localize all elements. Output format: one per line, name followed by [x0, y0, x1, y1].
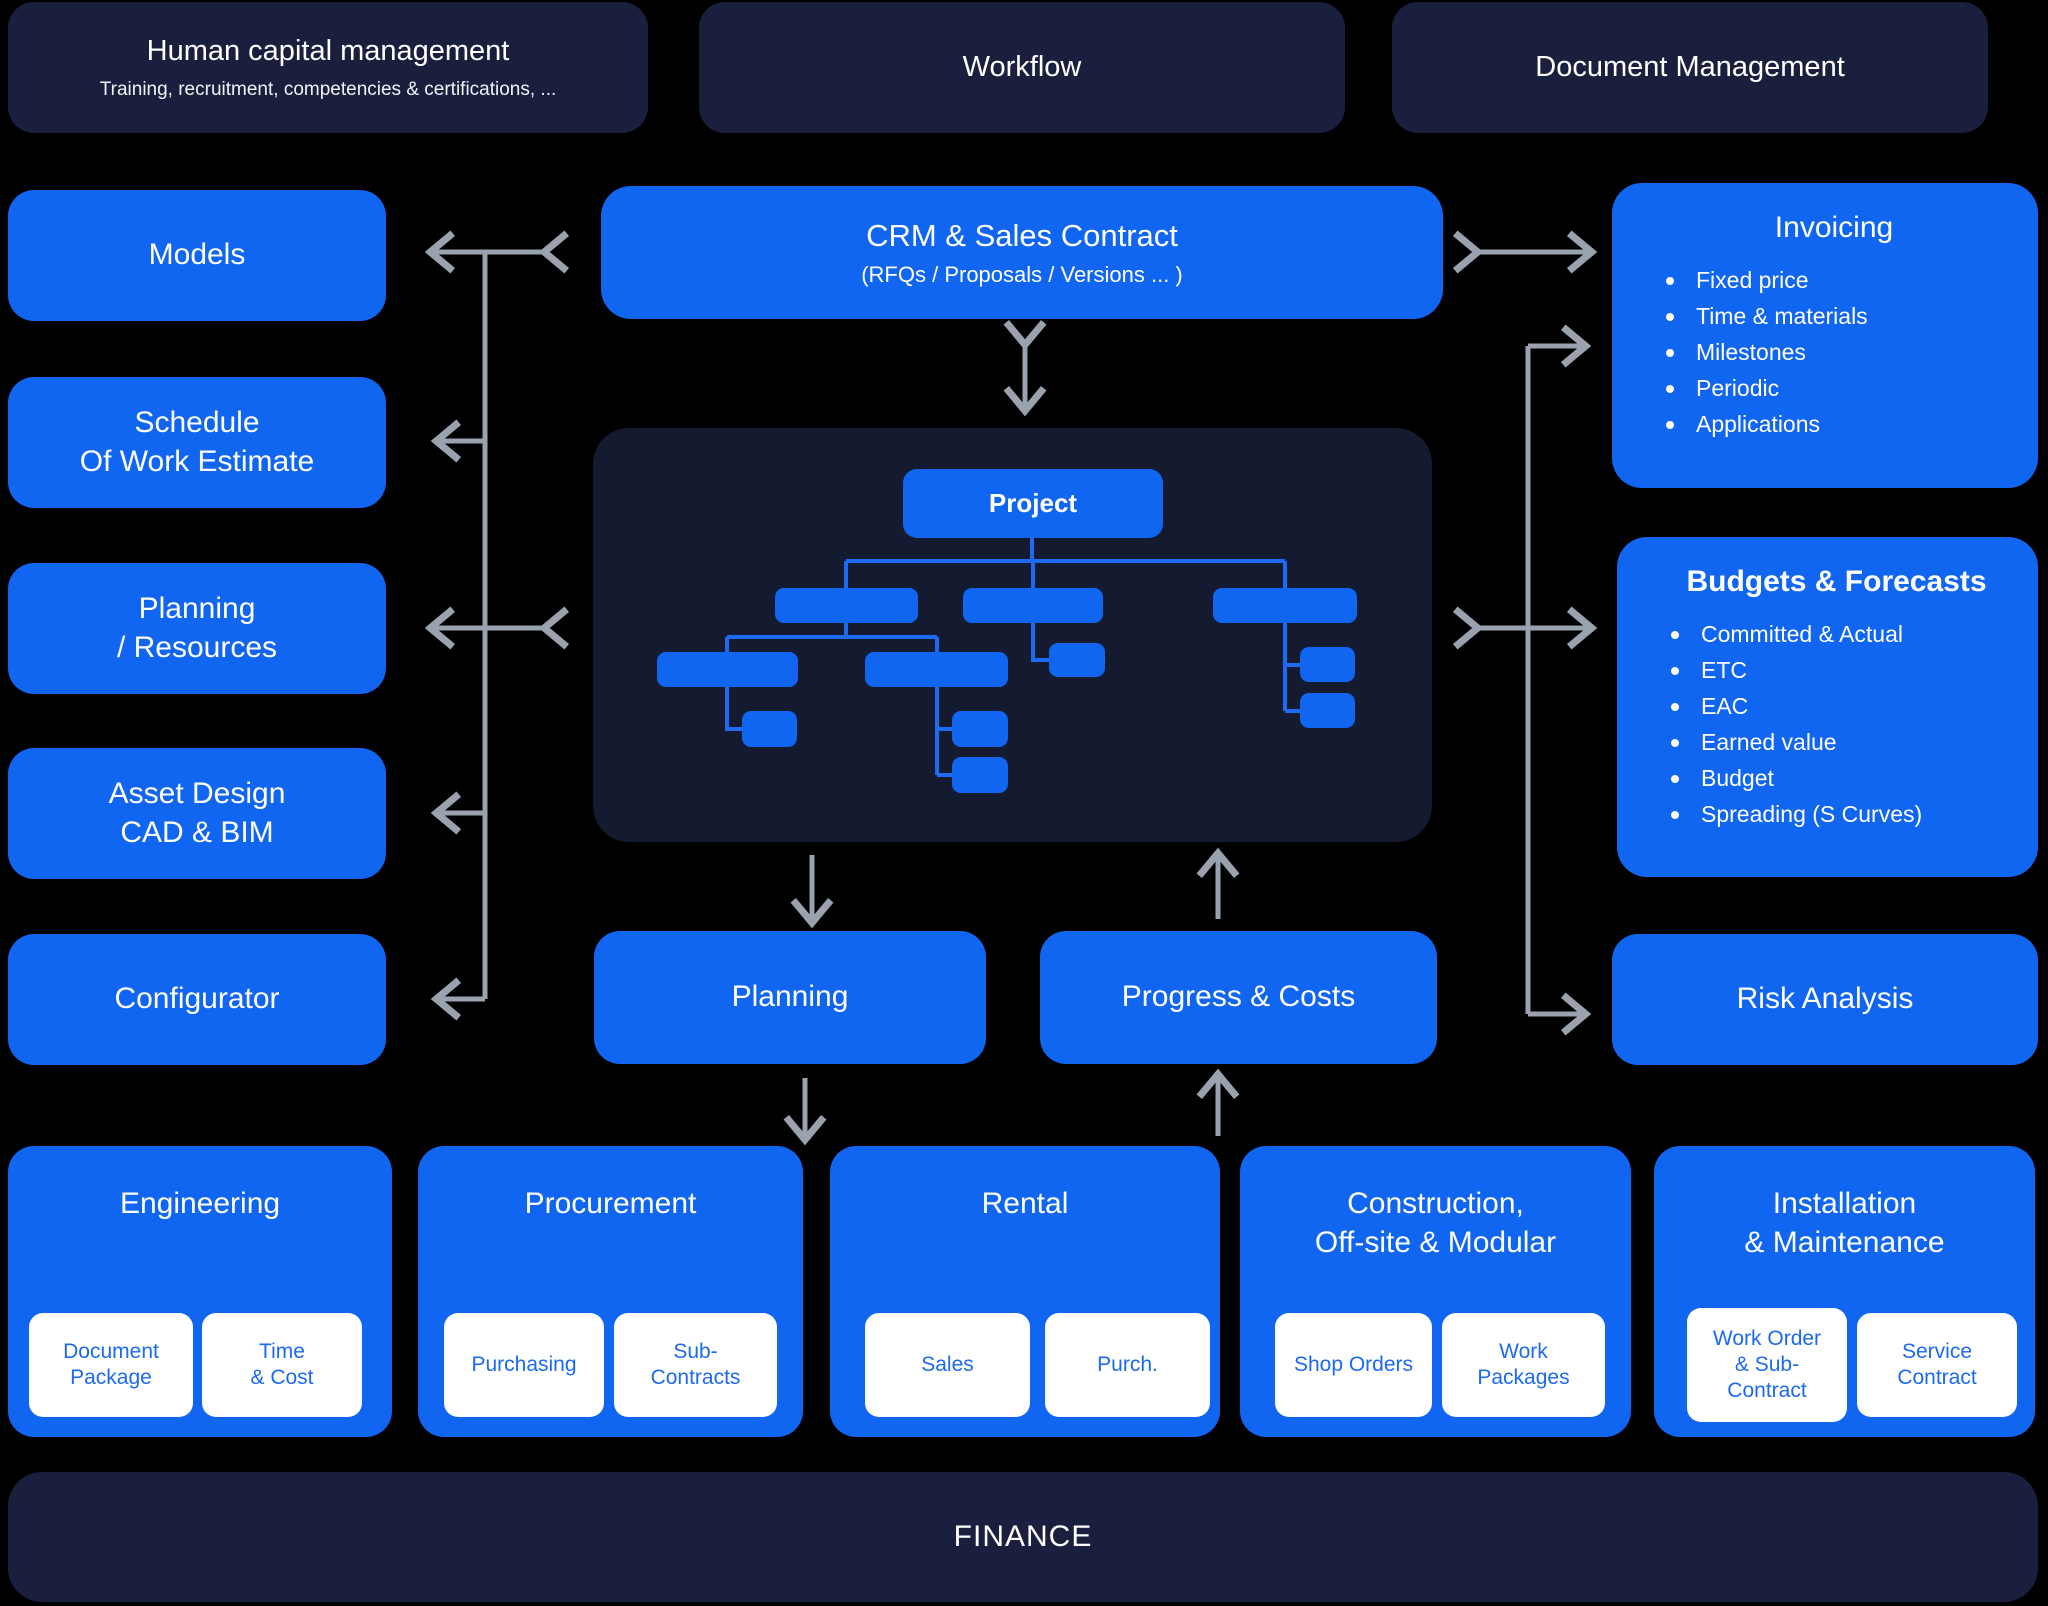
chip-time-cost: Time & Cost — [202, 1313, 362, 1417]
card-subtitle: (RFQs / Proposals / Versions ... ) — [861, 262, 1183, 288]
card-human-capital-management: Human capital management Training, recru… — [8, 2, 648, 133]
tree-node-leaf-far-left — [742, 711, 797, 747]
tree-node-leaf-right-b — [1300, 693, 1355, 728]
tree-node-leaf-right-a — [1300, 647, 1355, 682]
card-models: Models — [8, 190, 386, 321]
card-crm-sales-contract: CRM & Sales Contract (RFQs / Proposals /… — [601, 186, 1443, 319]
card-planning: Planning — [594, 931, 986, 1064]
list-item: Periodic — [1660, 375, 2008, 402]
finance-label: FINANCE — [953, 1519, 1093, 1553]
chip-service-contract: Service Contract — [1857, 1313, 2017, 1417]
card-label: Schedule Of Work Estimate — [79, 406, 315, 478]
tree-node-leaf-center-a — [952, 711, 1008, 747]
card-title: Rental — [981, 1187, 1069, 1220]
list-item: Applications — [1660, 411, 2008, 438]
tree-node-level3-center-left — [865, 652, 1008, 687]
card-configurator: Configurator — [8, 934, 386, 1065]
card-title: Engineering — [119, 1187, 281, 1220]
card-title: Workflow — [962, 50, 1082, 83]
finance-bar: FINANCE — [8, 1472, 2038, 1602]
card-title: Budgets & Forecasts — [1686, 565, 1987, 598]
list-item: Spreading (S Curves) — [1665, 801, 2008, 828]
tree-node-level2-middle — [963, 588, 1103, 623]
tree-node-level2-right — [1213, 588, 1357, 623]
budgets-bullet-list: Committed & Actual ETC EAC Earned value … — [1665, 621, 2008, 837]
chip-purch: Purch. — [1045, 1313, 1210, 1417]
card-document-management: Document Management — [1392, 2, 1988, 133]
chip-shop-orders: Shop Orders — [1275, 1313, 1432, 1417]
list-item: ETC — [1665, 657, 2008, 684]
list-item: Fixed price — [1660, 267, 2008, 294]
tree-node-leaf-middle — [1049, 643, 1105, 677]
card-risk-analysis: Risk Analysis — [1612, 934, 2038, 1065]
card-label: Planning / Resources — [116, 592, 278, 664]
card-title: Human capital management — [146, 34, 510, 67]
chip-work-order-sub-contract: Work Order & Sub- Contract — [1687, 1308, 1847, 1422]
list-item: Budget — [1665, 765, 2008, 792]
card-planning-resources: Planning / Resources — [8, 563, 386, 694]
card-invoicing: Invoicing Fixed price Time & materials M… — [1612, 183, 2038, 488]
card-label: Asset Design CAD & BIM — [108, 777, 286, 849]
tree-node-level3-far-left — [657, 652, 798, 687]
card-label: Risk Analysis — [1736, 982, 1914, 1016]
chip-sales: Sales — [865, 1313, 1030, 1417]
list-item: Committed & Actual — [1665, 621, 2008, 648]
card-schedule-of-work-estimate: Schedule Of Work Estimate — [8, 377, 386, 508]
list-item: Time & materials — [1660, 303, 2008, 330]
invoicing-bullet-list: Fixed price Time & materials Milestones … — [1660, 267, 2008, 447]
card-asset-design-cad-bim: Asset Design CAD & BIM — [8, 748, 386, 879]
project-tree-connectors — [725, 538, 1300, 777]
list-item: EAC — [1665, 693, 2008, 720]
tree-node-project: Project — [903, 469, 1163, 538]
card-label: Planning — [731, 980, 849, 1014]
card-title: Document Management — [1535, 50, 1845, 83]
card-progress-costs: Progress & Costs — [1040, 931, 1437, 1064]
tree-node-leaf-center-b — [952, 757, 1008, 793]
card-title: Construction, Off-site & Modular — [1314, 1187, 1557, 1259]
card-label: Progress & Costs — [1121, 980, 1356, 1014]
card-label: Configurator — [114, 982, 280, 1016]
list-item: Earned value — [1665, 729, 2008, 756]
card-label: Models — [148, 238, 246, 272]
chip-purchasing: Purchasing — [444, 1313, 604, 1417]
card-subtitle: Training, recruitment, competencies & ce… — [99, 78, 557, 100]
card-title: Procurement — [524, 1187, 697, 1220]
card-budgets-forecasts: Budgets & Forecasts Committed & Actual E… — [1617, 537, 2038, 877]
tree-node-label: Project — [988, 487, 1078, 518]
card-title: Invoicing — [1774, 211, 1894, 244]
card-workflow: Workflow — [699, 2, 1345, 133]
list-item: Milestones — [1660, 339, 2008, 366]
project-breakdown-panel: Project — [593, 428, 1432, 842]
chip-document-package: Document Package — [29, 1313, 193, 1417]
chip-work-packages: Work Packages — [1442, 1313, 1605, 1417]
card-title: Installation & Maintenance — [1744, 1187, 1945, 1259]
card-title: CRM & Sales Contract — [866, 217, 1178, 253]
tree-node-level2-left — [775, 588, 918, 623]
chip-sub-contracts: Sub- Contracts — [614, 1313, 777, 1417]
